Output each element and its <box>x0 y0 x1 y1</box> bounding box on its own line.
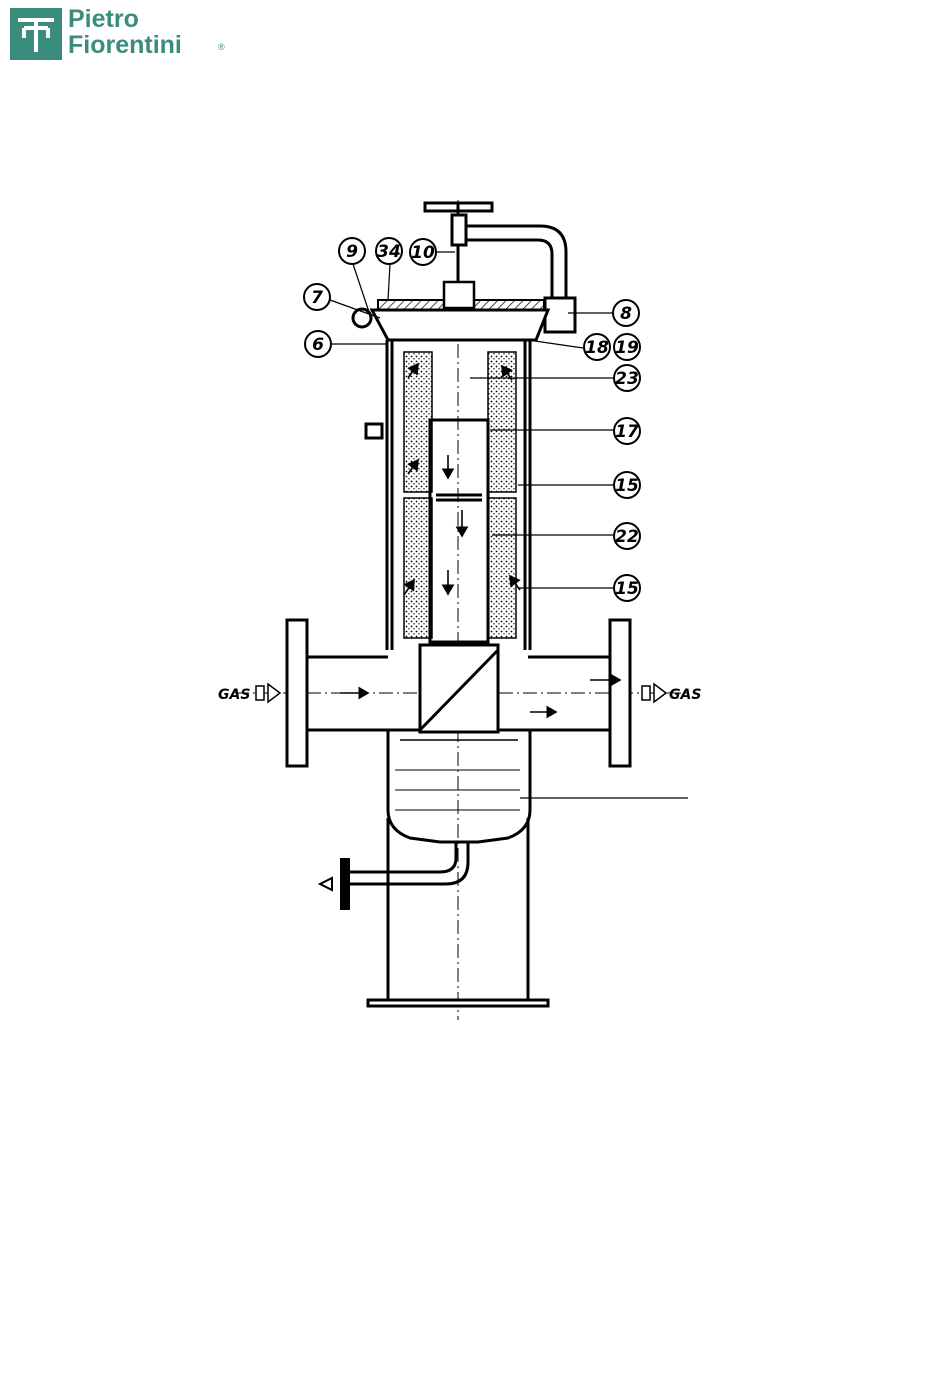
callout-19-label: 19 <box>615 338 639 358</box>
callout-15-lower-label: 15 <box>615 579 639 599</box>
callout-34: 34 <box>376 238 402 264</box>
inlet-marker: GAS <box>218 684 280 703</box>
callout-15-upper-label: 15 <box>615 476 639 496</box>
callout-22: 22 <box>614 523 640 549</box>
callout-17-label: 17 <box>615 422 639 442</box>
callout-7: 7 <box>304 284 330 310</box>
callout-8: 8 <box>613 300 639 326</box>
sump <box>388 730 530 842</box>
gas-outlet-label: GAS <box>669 687 701 703</box>
top-vent-pipe <box>466 226 566 300</box>
callout-18: 18 <box>584 334 610 360</box>
inner-tube <box>430 420 488 642</box>
callout-18-label: 18 <box>585 338 609 358</box>
callout-15-upper: 15 <box>614 472 640 498</box>
callout-6-label: 6 <box>312 335 324 355</box>
callout-23-label: 23 <box>615 369 639 389</box>
drain-pipe <box>350 842 468 884</box>
callout-17: 17 <box>614 418 640 444</box>
callout-15-lower: 15 <box>614 575 640 601</box>
callout-10-label: 10 <box>411 243 435 263</box>
gas-inlet-label: GAS <box>218 687 250 703</box>
callout-19: 19 <box>614 334 640 360</box>
callout-23: 23 <box>614 365 640 391</box>
vent-fitting <box>545 298 575 332</box>
drain-arrow-icon <box>320 878 332 890</box>
callout-6: 6 <box>305 331 331 357</box>
callout-34-label: 34 <box>377 242 401 262</box>
drain-flange <box>340 858 350 910</box>
callout-8-label: 8 <box>620 304 632 324</box>
callout-10: 10 <box>410 239 436 265</box>
callout-9: 9 <box>339 238 365 264</box>
callout-9-label: 9 <box>346 242 358 262</box>
callout-7-label: 7 <box>311 288 323 308</box>
callout-22-label: 22 <box>615 527 639 547</box>
cover-assembly <box>353 282 548 340</box>
